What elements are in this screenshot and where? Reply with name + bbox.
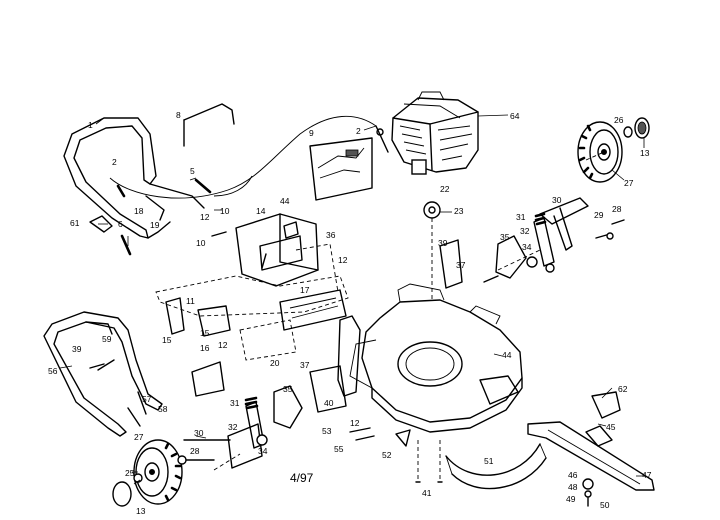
callout-15a: 15 bbox=[162, 335, 172, 345]
callout-22: 22 bbox=[440, 184, 450, 194]
callout-28a: 28 bbox=[612, 204, 622, 214]
mower-deck bbox=[337, 283, 523, 433]
callout-35b: 35 bbox=[283, 384, 293, 394]
callout-2b: 2 bbox=[356, 126, 361, 136]
callout-28b: 28 bbox=[190, 446, 200, 456]
callout-49: 49 bbox=[566, 494, 576, 504]
callout-62: 62 bbox=[618, 384, 628, 394]
callout-30a: 30 bbox=[552, 195, 562, 205]
callout-19: 19 bbox=[150, 220, 160, 230]
callout-56: 56 bbox=[48, 366, 58, 376]
lower-handle bbox=[43, 311, 163, 437]
callout-9: 9 bbox=[309, 128, 314, 138]
callout-61: 61 bbox=[70, 218, 80, 228]
callout-30b: 30 bbox=[194, 428, 204, 438]
callout-25: 25 bbox=[125, 468, 135, 478]
callout-39a: 39 bbox=[438, 238, 448, 248]
callout-6: 6 bbox=[118, 219, 123, 229]
callout-12b: 12 bbox=[338, 255, 348, 265]
callout-51: 51 bbox=[484, 456, 494, 466]
callout-37b: 37 bbox=[300, 360, 310, 370]
callout-12c: 12 bbox=[218, 340, 228, 350]
throttle-bracket bbox=[183, 103, 235, 147]
callout-27a: 27 bbox=[624, 178, 634, 188]
callout-27b: 27 bbox=[134, 432, 144, 442]
upper-handle bbox=[63, 117, 205, 239]
bag-support-panel bbox=[309, 137, 373, 201]
callout-13a: 13 bbox=[640, 148, 650, 158]
callout-12d: 12 bbox=[350, 418, 360, 428]
callout-44b: 44 bbox=[502, 350, 512, 360]
callout-5: 5 bbox=[190, 166, 195, 176]
height-adjuster-rear bbox=[483, 197, 625, 283]
control-cable bbox=[109, 115, 389, 199]
callout-55: 55 bbox=[334, 444, 344, 454]
callout-45: 45 bbox=[606, 422, 616, 432]
callout-8: 8 bbox=[176, 110, 181, 120]
callout-46: 46 bbox=[568, 470, 578, 480]
callout-57: 57 bbox=[142, 394, 152, 404]
callout-58: 58 bbox=[158, 404, 168, 414]
callout-36: 36 bbox=[326, 230, 336, 240]
rear-baffle bbox=[155, 213, 349, 361]
callout-64: 64 bbox=[510, 111, 520, 121]
callout-50: 50 bbox=[600, 500, 610, 510]
callout-53: 53 bbox=[322, 426, 332, 436]
callout-10a: 10 bbox=[220, 206, 230, 216]
callout-31b: 31 bbox=[230, 398, 240, 408]
callout-59: 59 bbox=[102, 334, 112, 344]
engine bbox=[391, 91, 479, 175]
callout-14: 14 bbox=[256, 206, 266, 216]
callout-15b: 15 bbox=[200, 328, 210, 338]
callout-47: 47 bbox=[642, 470, 652, 480]
callout-40: 40 bbox=[324, 398, 334, 408]
rear-wheel bbox=[577, 117, 650, 183]
date-code: 4/97 bbox=[290, 471, 314, 485]
callout-1: 1 bbox=[88, 120, 93, 130]
callout-labels: 1 2 2 5 6 8 9 10 10 11 12 12 12 12 13 13… bbox=[48, 110, 652, 516]
callout-44a: 44 bbox=[280, 196, 290, 206]
callout-52: 52 bbox=[382, 450, 392, 460]
callout-39b: 39 bbox=[72, 344, 82, 354]
leader-lines bbox=[59, 114, 646, 485]
callout-34b: 34 bbox=[258, 446, 268, 456]
callout-32a: 32 bbox=[520, 226, 530, 236]
callout-41: 41 bbox=[422, 488, 432, 498]
callout-17: 17 bbox=[300, 285, 310, 295]
front-wheel bbox=[112, 439, 183, 507]
callout-31a: 31 bbox=[516, 212, 526, 222]
callout-23: 23 bbox=[454, 206, 464, 216]
callout-35a: 35 bbox=[500, 232, 510, 242]
callout-12a: 12 bbox=[200, 212, 210, 222]
callout-18: 18 bbox=[134, 206, 144, 216]
hardware bbox=[89, 151, 605, 483]
callout-16: 16 bbox=[200, 343, 210, 353]
callout-48: 48 bbox=[568, 482, 578, 492]
blade-assembly bbox=[527, 391, 655, 507]
callout-11: 11 bbox=[186, 296, 195, 306]
callout-10b: 10 bbox=[196, 238, 206, 248]
callout-37a: 37 bbox=[456, 260, 466, 270]
callout-34a: 34 bbox=[522, 242, 532, 252]
discharge-guard bbox=[445, 443, 547, 490]
callout-13b: 13 bbox=[136, 506, 146, 516]
callout-29: 29 bbox=[594, 210, 604, 220]
callout-20: 20 bbox=[270, 358, 280, 368]
callout-2a: 2 bbox=[112, 157, 117, 167]
callout-26: 26 bbox=[614, 115, 624, 125]
callout-32b: 32 bbox=[228, 422, 238, 432]
height-adjuster-front bbox=[177, 385, 303, 469]
